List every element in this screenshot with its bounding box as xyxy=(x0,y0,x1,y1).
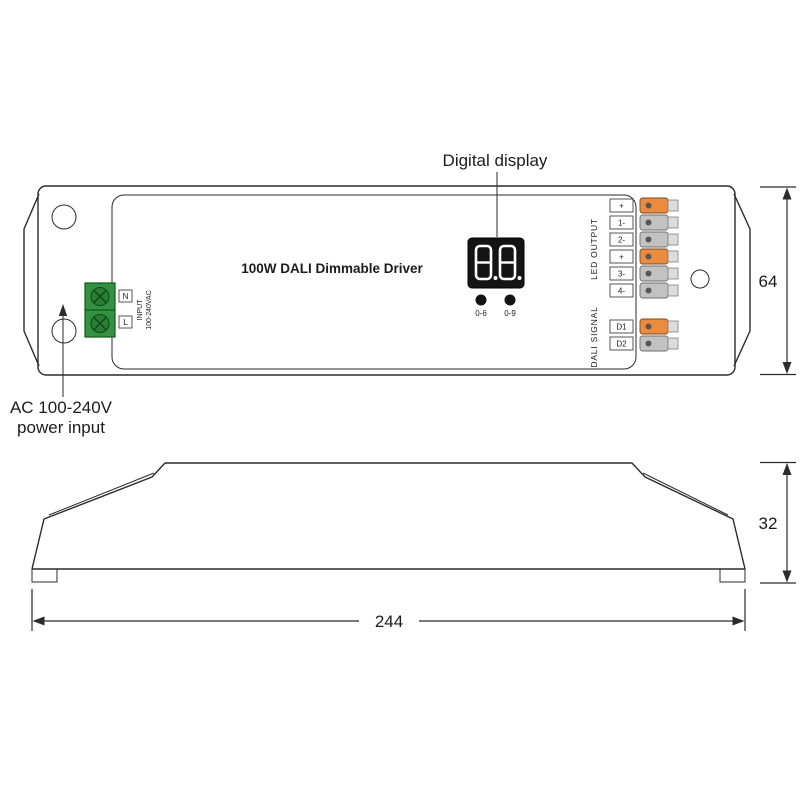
wire-connector-gray xyxy=(639,282,679,299)
dimension-depth-value: 32 xyxy=(759,514,778,533)
power-terminal-block: N L INPUT 100-240VAC xyxy=(84,282,153,338)
device-title: 100W DALI Dimmable Driver xyxy=(241,261,423,276)
button-label-0-9: 0-9 xyxy=(504,309,516,318)
terminal-label: 1- xyxy=(618,219,625,228)
terminal-label: + xyxy=(619,253,624,262)
terminal-l-box xyxy=(118,315,133,329)
arrowhead-up xyxy=(782,187,792,200)
dimension-height: 64 xyxy=(759,186,796,376)
screw-icon xyxy=(90,286,110,307)
terminal-label: + xyxy=(619,202,624,211)
wire-connector-gray xyxy=(639,231,679,248)
terminal-label-box xyxy=(609,232,634,247)
side-outline xyxy=(31,462,746,570)
terminal-label-box xyxy=(609,215,634,230)
digital-display-annotation: Digital display xyxy=(443,151,548,170)
wire-connector-gray xyxy=(639,335,679,352)
button-0-9 xyxy=(504,294,516,306)
dimension-height-value: 64 xyxy=(759,272,778,291)
button-label-0-6: 0-6 xyxy=(475,309,487,318)
button-0-6 xyxy=(475,294,487,306)
side-inner-line-right xyxy=(642,472,729,516)
display-dot xyxy=(517,276,522,280)
power-input-annotation-line2: power input xyxy=(17,418,105,437)
mounting-foot-right xyxy=(719,568,746,583)
left-mounting-ear xyxy=(23,193,40,367)
terminal-l-label: L xyxy=(123,318,128,327)
input-rating-rotated: 100-240VAC xyxy=(146,290,153,330)
terminal-label: 3- xyxy=(618,270,625,279)
mounting-foot-left xyxy=(31,568,58,583)
display-dot xyxy=(493,276,498,280)
wire-connector-orange xyxy=(639,248,679,265)
dali-terminal-labels: D1 D2 xyxy=(609,319,634,351)
device-side-view xyxy=(31,462,746,583)
terminal-label-box xyxy=(609,319,634,334)
terminal-label-box xyxy=(609,198,634,213)
terminal-n-label: N xyxy=(123,292,129,301)
screw-icon xyxy=(90,313,110,334)
terminal-label-box xyxy=(609,336,634,351)
digital-display: 8.8. xyxy=(467,237,525,289)
dimension-width: 244 xyxy=(31,589,746,631)
arrowhead-down xyxy=(782,570,792,583)
wire-connector-orange xyxy=(639,197,679,214)
terminal-label-box xyxy=(609,266,634,281)
terminal-n-box xyxy=(118,289,133,303)
screw-hole-right xyxy=(690,269,710,289)
terminal-label-box xyxy=(609,283,634,298)
dimension-width-value: 244 xyxy=(375,612,403,631)
screw-hole-top-left xyxy=(51,204,77,230)
power-input-annotation-line1: AC 100-240V xyxy=(10,398,113,417)
display-bezel xyxy=(467,237,525,289)
led-output-connectors xyxy=(639,197,679,299)
arrowhead-down xyxy=(782,362,792,374)
power-leader-arrowhead xyxy=(58,304,68,316)
input-label-rotated: INPUT xyxy=(137,299,144,321)
arrowhead-right xyxy=(732,616,745,626)
dali-signal-connectors xyxy=(639,318,679,352)
device-body xyxy=(37,185,736,376)
right-mounting-ear xyxy=(733,193,751,367)
dimension-depth: 32 xyxy=(759,461,796,584)
side-inner-line-left xyxy=(48,472,155,516)
terminal-label: D2 xyxy=(616,340,627,349)
arrowhead-left xyxy=(32,616,45,626)
label-area xyxy=(111,194,637,370)
led-terminal-labels: + 1- 2- + 3- 4- xyxy=(609,198,634,298)
terminal-label-box xyxy=(609,249,634,264)
wire-connector-orange xyxy=(639,318,679,335)
arrowhead-up xyxy=(782,463,792,475)
wire-connector-gray xyxy=(639,214,679,231)
terminal-label: 4- xyxy=(618,287,625,296)
terminal-label: D1 xyxy=(616,323,627,332)
screw-hole-bottom-left xyxy=(51,318,77,344)
led-output-label: LED OUTPUT xyxy=(589,218,599,280)
dali-signal-label: DALI SIGNAL xyxy=(589,306,599,367)
device-top-view: 100W DALI Dimmable Driver N L INPUT 100-… xyxy=(23,185,751,376)
terminal-label: 2- xyxy=(618,236,625,245)
wire-connector-gray xyxy=(639,265,679,282)
